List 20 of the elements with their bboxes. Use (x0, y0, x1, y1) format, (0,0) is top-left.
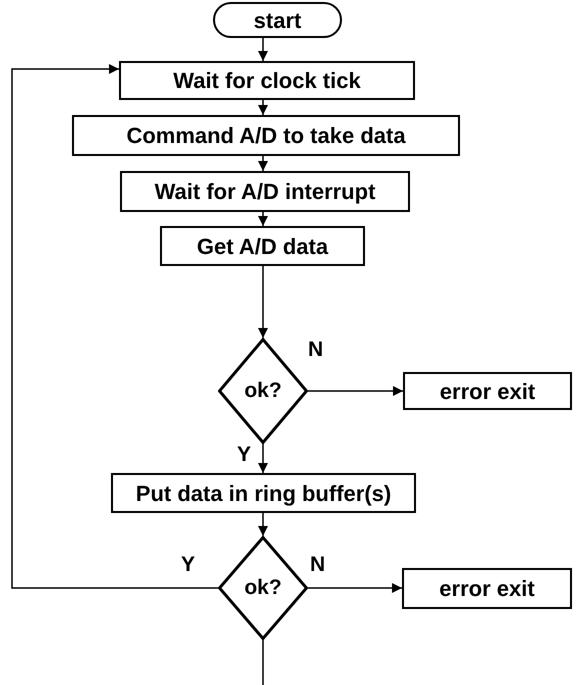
arrow (258, 156, 268, 171)
arrow (258, 212, 268, 226)
process-box: error exit (402, 568, 572, 609)
decision-text: ok? (244, 378, 282, 404)
process-box: Put data in ring buffer(s) (111, 473, 416, 513)
arrow (308, 386, 403, 396)
terminal-box: start (213, 2, 342, 38)
decision-text: ok? (244, 575, 282, 602)
process-box: Get A/D data (160, 226, 365, 266)
process-box: error exit (403, 372, 572, 410)
process-box: Wait for clock tick (119, 61, 415, 100)
arrow (258, 444, 268, 473)
process-box: Wait for A/D interrupt (120, 171, 410, 212)
arrow (258, 38, 268, 61)
arrow (258, 513, 268, 536)
arrow (258, 266, 268, 338)
process-box: Command A/D to take data (72, 115, 460, 156)
arrow (308, 583, 402, 593)
arrow (258, 100, 268, 115)
arrow (11, 64, 218, 589)
